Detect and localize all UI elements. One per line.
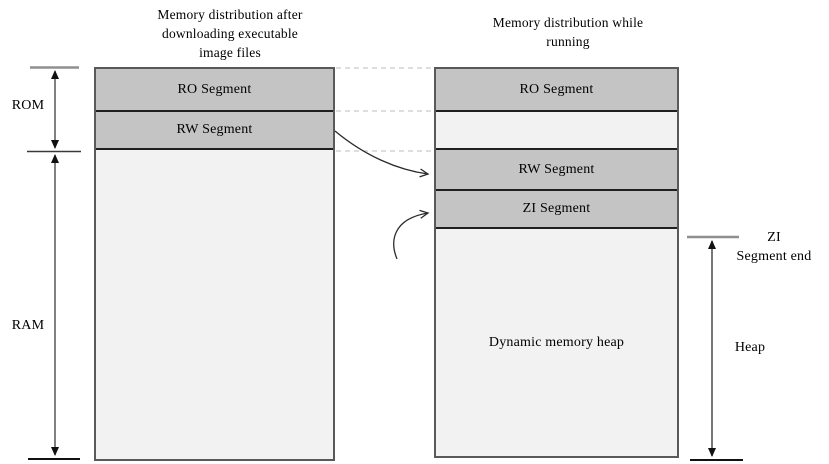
memory-box-while-running: RO Segment RW Segment ZI Segment Dynamic… [434, 67, 679, 458]
segment-empty-left [96, 150, 333, 459]
segment-rw-right: RW Segment [436, 150, 677, 191]
segment-heap-right: Dynamic memory heap [436, 229, 677, 456]
rom-extent-label: ROM [11, 98, 45, 113]
zi-segment-end-label: ZI Segment end [736, 230, 812, 264]
left-column-title: Memory distribution after downloading ex… [157, 7, 303, 60]
dashed-alignment-lines [336, 67, 433, 152]
heap-extent-label: Heap [734, 340, 766, 355]
ram-extent-label: RAM [11, 318, 45, 333]
rw-relocation-arrow [334, 130, 430, 178]
memory-box-after-download: RO Segment RW Segment [94, 67, 335, 461]
segment-ro-left: RO Segment [96, 69, 333, 112]
zi-creation-arrow [393, 209, 430, 260]
segment-ro-right: RO Segment [436, 69, 677, 112]
right-column-title: Memory distribution while running [492, 15, 644, 49]
segment-gap-right [436, 112, 677, 150]
segment-zi-right: ZI Segment [436, 191, 677, 229]
segment-rw-left: RW Segment [96, 112, 333, 150]
